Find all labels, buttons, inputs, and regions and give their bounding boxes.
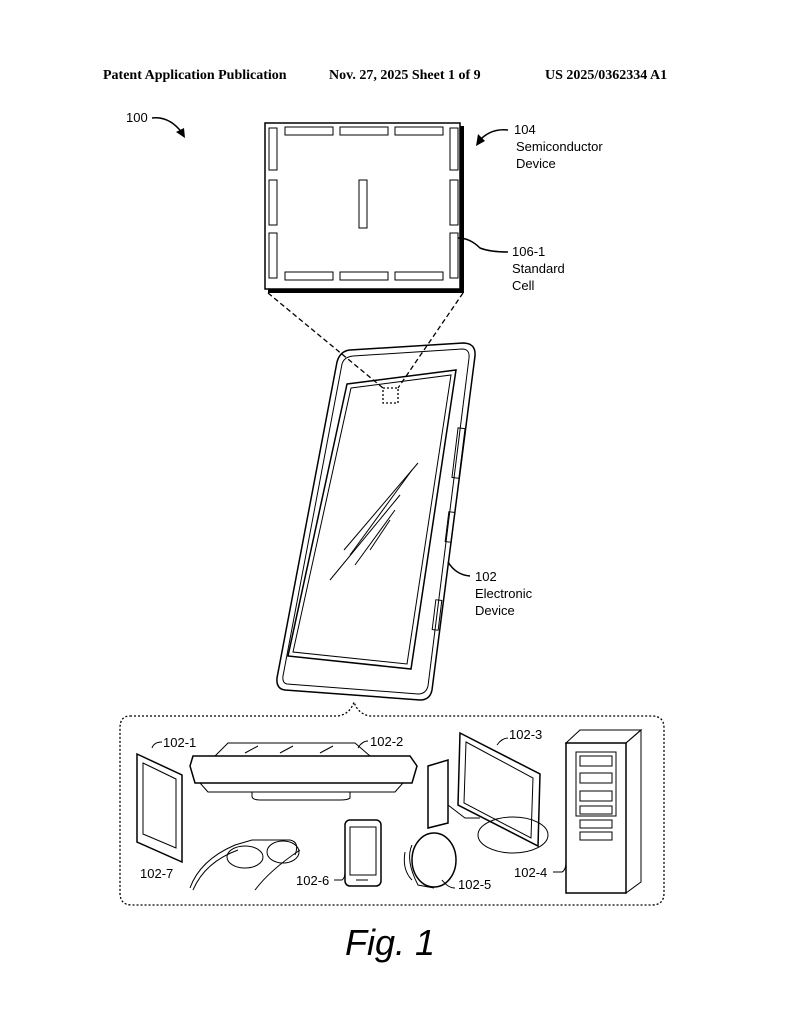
electronic-device	[276, 342, 476, 701]
arrowhead-icon	[176, 128, 185, 138]
standard-cell-label-1: Standard	[512, 261, 565, 276]
ref-102-5-label: 102-5	[458, 877, 491, 892]
figure-caption: Fig. 1	[345, 922, 435, 963]
ref-100-label: 100	[126, 110, 148, 125]
example-smart-band	[403, 832, 457, 889]
example-desktop	[427, 731, 549, 854]
header-publication: Patent Application Publication	[103, 68, 287, 83]
ref-102-6-label: 102-6	[296, 873, 329, 888]
electronic-device-label-2: Device	[475, 603, 515, 618]
zoom-line-right	[397, 292, 464, 389]
ref-102-4-label: 102-4	[514, 865, 547, 880]
semiconductor-device	[264, 122, 464, 293]
ref-102-3-label: 102-3	[509, 727, 542, 742]
example-devices-group	[119, 699, 665, 906]
ref-102-2-label: 102-2	[370, 734, 403, 749]
standard-cell-pads	[268, 126, 459, 281]
example-smart-glasses	[189, 839, 301, 891]
ref-102-7-label: 102-7	[140, 866, 173, 881]
example-smartphone	[344, 819, 382, 887]
semiconductor-label-2: Device	[516, 156, 556, 171]
zoom-line-left	[267, 292, 384, 389]
ref-102-leader	[447, 561, 471, 577]
example-television	[189, 742, 418, 801]
zoom-region-box	[382, 387, 399, 404]
header-patent-number: US 2025/0362334 A1	[545, 68, 668, 83]
screen-glare	[329, 462, 419, 581]
semiconductor-label-1: Semiconductor	[516, 139, 603, 154]
header-date-sheet: Nov. 27, 2025 Sheet 1 of 9	[329, 68, 481, 83]
ref-102-1-label: 102-1	[163, 735, 196, 750]
ref-104-label: 104	[514, 122, 536, 137]
example-tablet	[136, 752, 183, 864]
ref-106-1-label: 106-1	[512, 244, 545, 259]
standard-cell-label-2: Cell	[512, 278, 535, 293]
electronic-device-label-1: Electronic	[475, 586, 533, 601]
ref-106-1-leader	[457, 237, 509, 253]
example-server-tower	[564, 728, 643, 894]
ref-102-label: 102	[475, 569, 497, 584]
